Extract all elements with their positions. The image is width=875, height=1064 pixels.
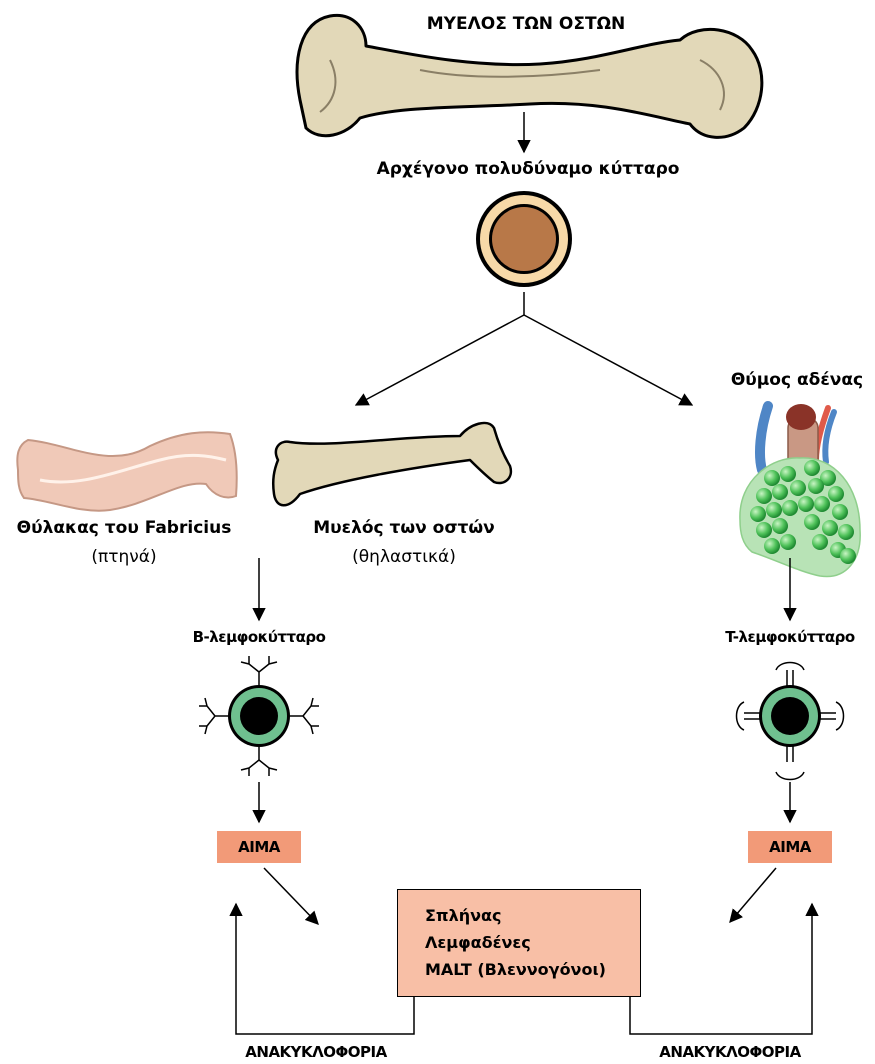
marrow-note: (θηλαστικά) <box>352 549 456 566</box>
recirculation-label-right: ΑΝΑΚΥΚΛΟΦΟΡΙΑ <box>659 1045 800 1060</box>
thymus-label: Θύμος αδένας <box>731 372 863 389</box>
bone-marrow-title: ΜΥΕΛΟΣ ΤΩΝ ΟΣΤΩΝ <box>427 16 626 33</box>
organ-spleen: Σπλήνας <box>425 902 640 929</box>
b-cell-label: B-λεμφοκύτταρο <box>193 630 326 645</box>
t-lymphocyte-illustration <box>737 663 844 780</box>
b-lymphocyte-illustration <box>199 656 319 776</box>
recirculation-label-left: ΑΝΑΚΥΚΛΟΦΟΡΙΑ <box>245 1045 386 1060</box>
bursa-illustration <box>17 432 236 511</box>
marrow-label: Μυελός των οστών <box>313 520 495 537</box>
organ-malt: MALT (Βλεννογόνοι) <box>425 956 640 983</box>
organ-lymph-nodes: Λεμφαδένες <box>425 929 640 956</box>
bursa-note: (πτηνά) <box>91 549 156 566</box>
stem-cell-label: Αρχέγονο πολυδύναμο κύτταρο <box>377 161 680 178</box>
marrow-bone-illustration <box>273 423 511 505</box>
thymus-illustration <box>740 404 860 577</box>
lymphoid-organs-box: Σπλήνας Λεμφαδένες MALT (Βλεννογόνοι) <box>397 889 641 997</box>
bursa-label: Θύλακας του Fabricius <box>17 520 232 537</box>
t-cell-label: T-λεμφοκύτταρο <box>725 630 854 645</box>
stem-cell-illustration <box>476 191 572 287</box>
blood-box-left: AIMA <box>217 831 301 863</box>
blood-box-right: AIMA <box>748 831 832 863</box>
